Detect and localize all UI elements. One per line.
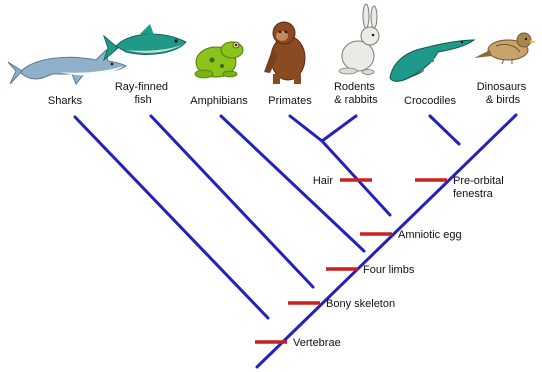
trait-label-pre-orbital-fenestra: Pre-orbital fenestra — [453, 175, 507, 200]
taxon-label-ray-finned-fish: Ray-finned fish — [115, 81, 171, 106]
tuna-icon — [104, 24, 186, 60]
taxon-label-amphibians: Amphibians — [190, 95, 248, 107]
crocodile-icon — [390, 40, 474, 81]
taxon-label-dinosaurs-birds: Dinosaurs & birds — [477, 81, 530, 106]
frog-icon — [195, 42, 243, 78]
branch-amphibians — [221, 116, 364, 251]
branch-trunk — [257, 115, 516, 367]
trait-label-vertebrae: Vertebrae — [293, 337, 341, 349]
branch-rodents-rabbits — [322, 116, 356, 141]
branch-sharks — [75, 117, 268, 318]
rabbit-icon — [339, 4, 379, 75]
tree-branches — [75, 115, 516, 367]
trait-markers — [255, 180, 447, 342]
taxon-label-primates: Primates — [268, 95, 312, 107]
taxon-label-sharks: Sharks — [48, 95, 83, 107]
branch-ray-finned-fish — [151, 116, 313, 287]
branch-crocodiles — [430, 116, 459, 144]
trait-label-amniotic-egg: Amniotic egg — [398, 229, 462, 241]
taxon-label-rodents-rabbits: Rodents & rabbits — [334, 81, 378, 106]
sparrow-icon — [474, 33, 537, 64]
trait-label-bony-skeleton: Bony skeleton — [326, 298, 395, 310]
branch-primates — [290, 116, 322, 141]
trait-label-four-limbs: Four limbs — [363, 264, 415, 276]
monkey-icon — [264, 22, 305, 84]
trait-label-hair: Hair — [313, 175, 334, 187]
taxon-label-crocodiles: Crocodiles — [404, 95, 456, 107]
